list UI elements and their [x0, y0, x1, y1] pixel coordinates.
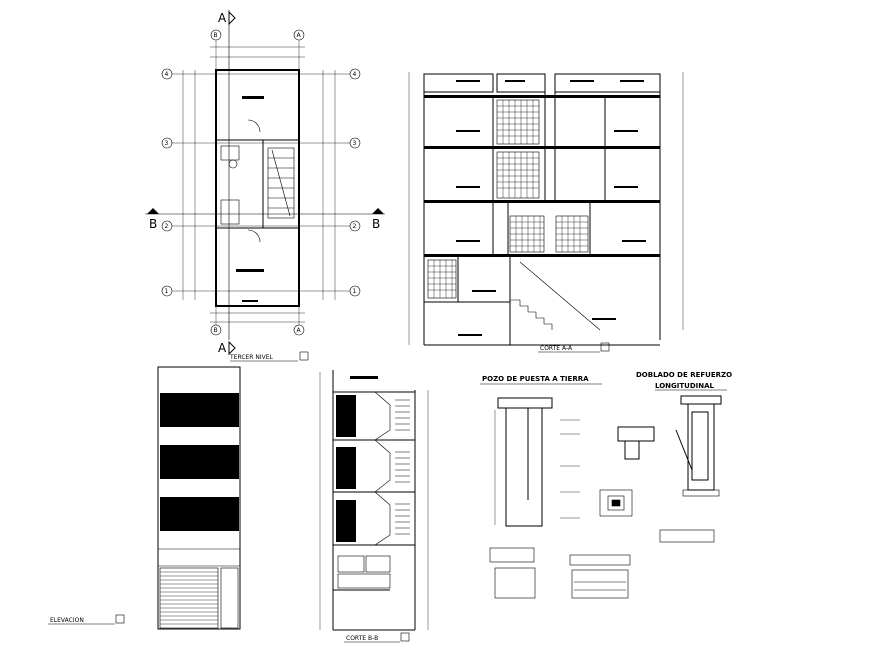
elevation-title-block: ELEVACION	[48, 614, 125, 625]
axis-1-right: 1	[353, 288, 357, 295]
section-marker-right-label: B	[372, 217, 380, 231]
rebar-detail: DOBLADO DE REFUERZO LONGITUDINAL	[617, 371, 732, 497]
plan-walls	[215, 69, 300, 307]
section-bb-stairs	[337, 391, 410, 589]
grounding-title: POZO DE PUESTA A TIERRA	[482, 375, 589, 383]
section-aa-title: CORTE A-A	[540, 345, 573, 352]
section-bb-title-block: CORTE B-B	[344, 632, 410, 643]
axis-1-left: 1	[165, 288, 169, 295]
plan-title: TERCER NIVEL	[229, 354, 274, 361]
axis-2-left: 2	[165, 223, 169, 230]
tiled-walls	[427, 99, 589, 299]
axis-b-top: B	[214, 32, 218, 39]
section-marker-top: A	[218, 10, 236, 340]
axis-2-right: 2	[353, 223, 357, 230]
axis-b-bottom: B	[214, 327, 218, 334]
rebar-title-line2: LONGITUDINAL	[655, 382, 715, 390]
section-aa-title-block: CORTE A-A	[538, 342, 610, 353]
axis-a-top: A	[297, 32, 302, 39]
floor-plan: A A B B 4 3 2 1 4 3 2 1 B	[145, 10, 385, 362]
section-marker-top-label: A	[218, 11, 227, 25]
axis-bubbles: 4 3 2 1 4 3 2 1 B A B A	[161, 29, 361, 336]
small-details	[489, 529, 715, 599]
section-marker-right: B	[372, 208, 384, 231]
axis-4-left: 4	[165, 71, 169, 78]
section-marker-left: B	[145, 208, 385, 231]
axis-3-right: 3	[353, 140, 357, 147]
grounding-detail: POZO DE PUESTA A TIERRA	[480, 375, 715, 599]
axis-3-left: 3	[165, 140, 169, 147]
section-bb: CORTE B-B	[319, 370, 429, 643]
section-marker-bottom: A	[218, 340, 236, 356]
elevation: ELEVACION	[48, 366, 241, 630]
elevation-title: ELEVACION	[50, 617, 84, 624]
plan-title-block: TERCER NIVEL	[229, 351, 309, 362]
rebar-title-line1: DOBLADO DE REFUERZO	[636, 371, 732, 379]
section-marker-bottom-label: A	[218, 341, 227, 355]
axis-a-bottom: A	[297, 327, 302, 334]
rolling-shutter	[159, 567, 219, 629]
section-marker-left-label: B	[149, 217, 157, 231]
section-bb-title: CORTE B-B	[346, 635, 378, 642]
section-aa: CORTE A-A	[408, 72, 684, 353]
annotation-marks	[456, 80, 646, 336]
axis-4-right: 4	[353, 71, 357, 78]
